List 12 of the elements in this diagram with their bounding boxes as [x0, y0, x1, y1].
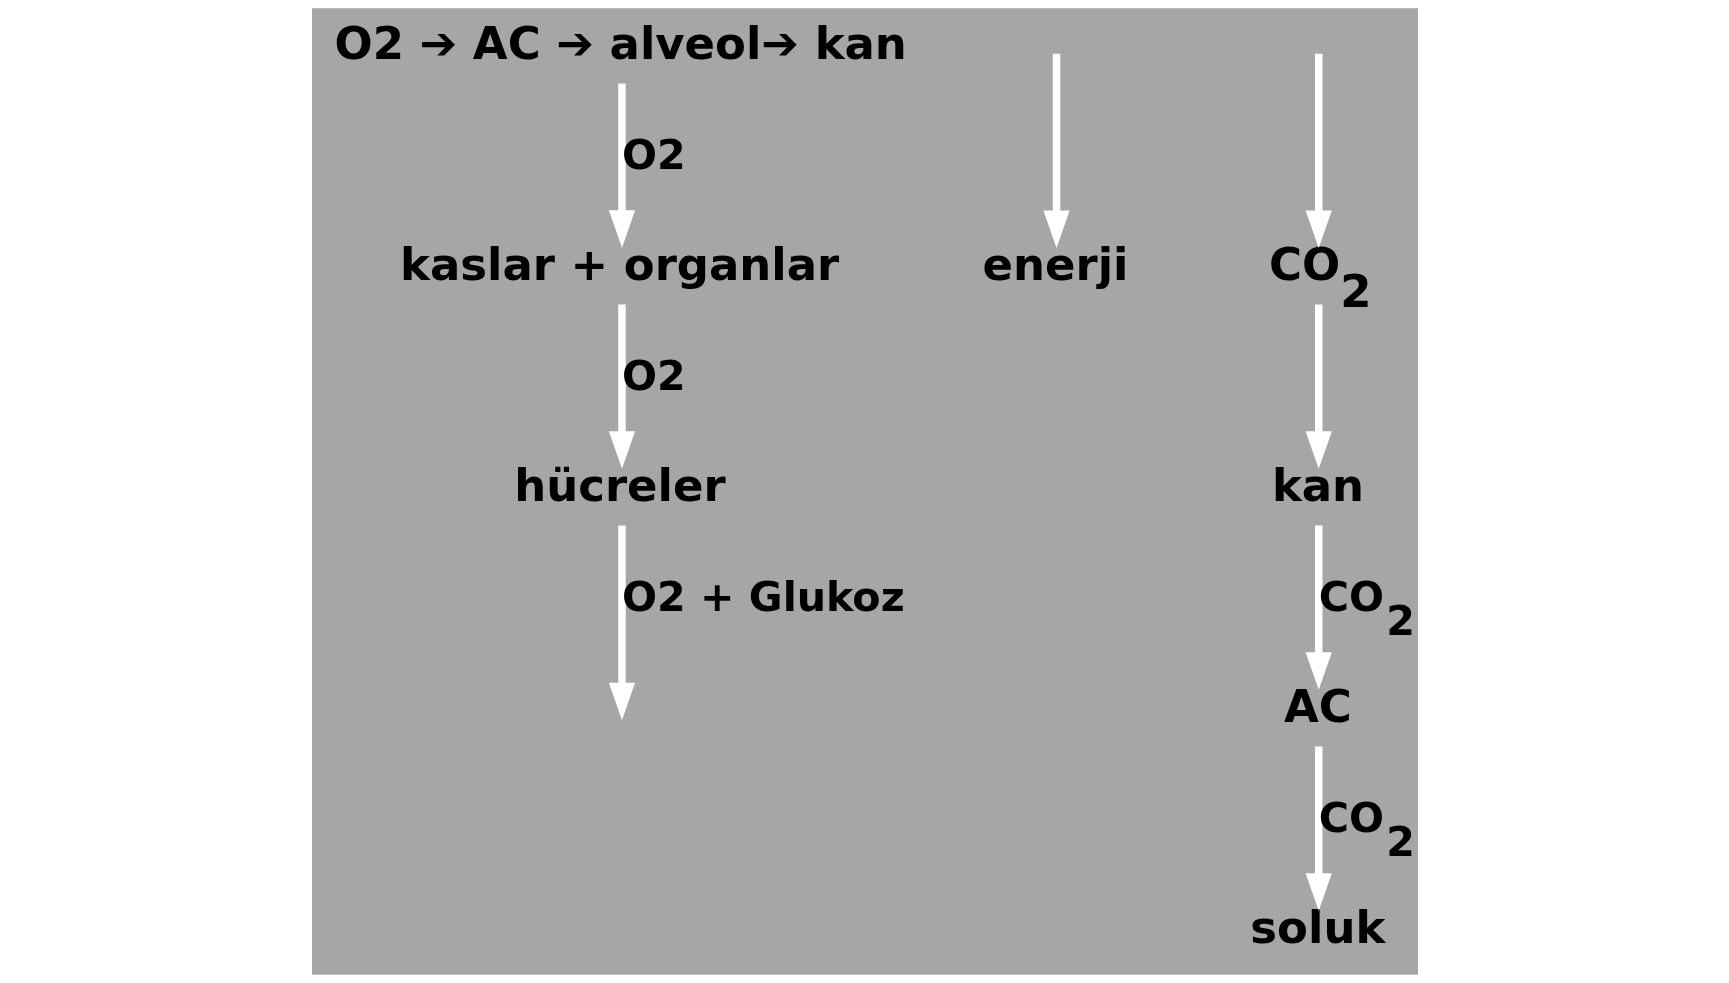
node-text: hücreler	[513, 459, 726, 513]
node-text: soluk	[1249, 901, 1385, 955]
edge-label: O2	[621, 130, 686, 179]
node-text: kan	[1271, 459, 1364, 513]
edge-label: O2	[621, 351, 686, 400]
edge-label: O2 + Glukoz	[621, 572, 905, 621]
arrow	[1042, 53, 1070, 249]
arrow	[1305, 53, 1332, 249]
node-text: kaslar + organlar	[399, 238, 839, 292]
node-text: AC	[1283, 680, 1352, 734]
node-text: enerji	[982, 238, 1128, 292]
node-text: O2 ➔ AC ➔ alveol➔ kan	[333, 17, 907, 71]
